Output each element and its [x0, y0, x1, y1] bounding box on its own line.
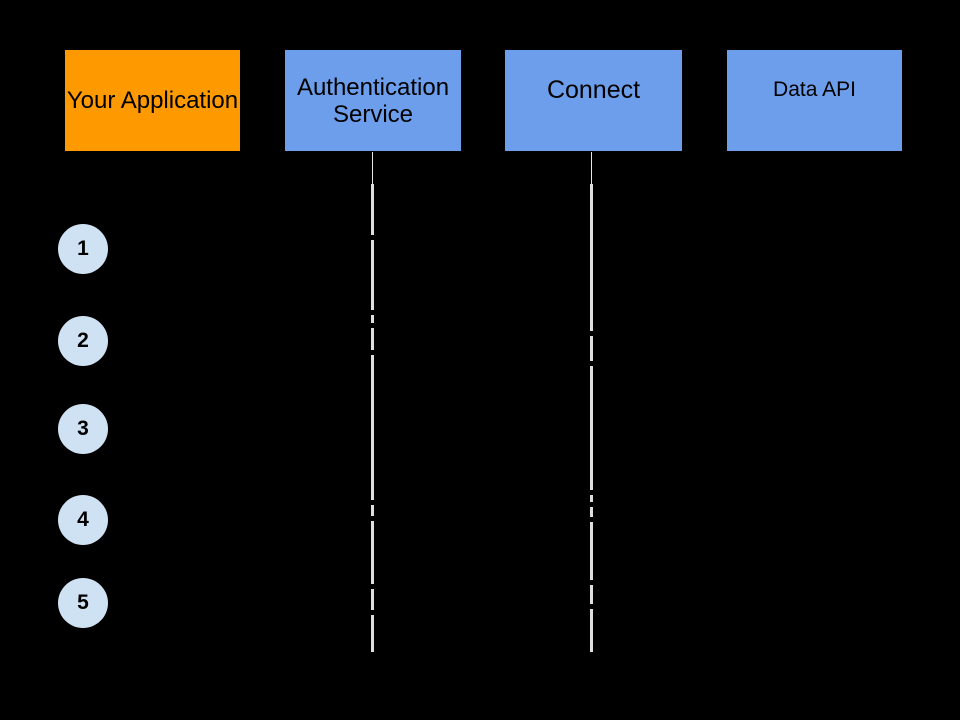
lifeline-break: [589, 604, 594, 609]
lifeline-break: [589, 361, 594, 366]
actor-box-data-api: Data API: [727, 50, 902, 151]
lifeline-authentication-service: [370, 152, 375, 652]
lifeline-stem: [372, 152, 373, 184]
step-number: 1: [77, 237, 89, 260]
actor-box-connect: Connect: [505, 50, 682, 151]
lifeline-break: [370, 500, 375, 505]
lifeline-stem: [591, 152, 592, 184]
actor-label-authentication-service: Authentication Service: [296, 73, 450, 128]
actor-label-data-api: Data API: [773, 78, 856, 101]
lifeline-break: [370, 584, 375, 589]
step-number: 4: [77, 508, 89, 531]
lifeline-break: [589, 502, 594, 507]
lifeline-connect: [589, 152, 594, 652]
actor-label-connect: Connect: [546, 75, 641, 104]
step-badge-3: 3: [58, 404, 108, 454]
actor-box-your-application: Your Application: [65, 50, 240, 151]
lifeline-break: [589, 517, 594, 522]
lifeline-break: [589, 580, 594, 585]
lifeline-break: [370, 610, 375, 615]
actor-box-authentication-service: Authentication Service: [285, 50, 461, 151]
lifeline-break: [370, 235, 375, 240]
lifeline-break: [370, 310, 375, 315]
step-number: 2: [77, 329, 89, 352]
lifeline-break: [370, 323, 375, 328]
step-badge-1: 1: [58, 224, 108, 274]
step-badge-4: 4: [58, 495, 108, 545]
lifeline-break: [589, 331, 594, 336]
step-number: 5: [77, 591, 89, 614]
step-badge-2: 2: [58, 316, 108, 366]
lifeline-activation-bar: [371, 184, 374, 652]
actor-label-your-application: Your Application: [66, 87, 239, 114]
lifeline-break: [589, 490, 594, 495]
step-badge-5: 5: [58, 578, 108, 628]
lifeline-break: [370, 350, 375, 355]
lifeline-activation-bar: [590, 184, 593, 652]
step-number: 3: [77, 417, 89, 440]
lifeline-break: [370, 516, 375, 521]
